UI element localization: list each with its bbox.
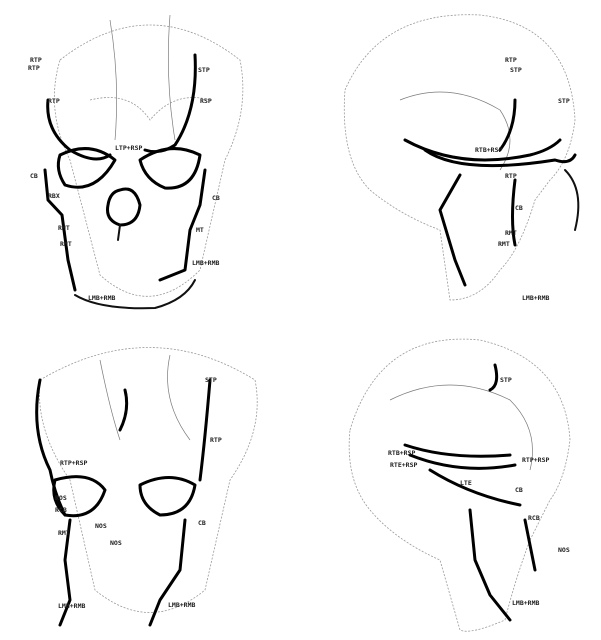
label: LTP+RSP <box>115 144 142 152</box>
label: RTP+RSP <box>522 456 549 464</box>
label: RTP <box>505 172 517 180</box>
label: ROS <box>55 494 67 502</box>
frontal-skull-diagram: RTP RTP RTP STP RSP LTP+RSP CB RBX CB RM… <box>0 0 300 320</box>
label: LMB+RMB <box>168 601 195 609</box>
label: STP <box>558 97 570 105</box>
label: STP <box>510 66 522 74</box>
label: RCB <box>55 506 67 514</box>
label: RTP <box>28 64 40 72</box>
label: LTE <box>460 479 472 487</box>
label: RSP <box>200 97 212 105</box>
label: RTP <box>505 56 517 64</box>
label: NOS <box>110 539 122 547</box>
label: CB <box>515 486 523 494</box>
frontal-skull-panel-top: RTP RTP RTP STP RSP LTP+RSP CB RBX CB RM… <box>0 0 300 320</box>
label: STP <box>198 66 210 74</box>
frontal-skull-panel-bottom: STP RTP RTP+RSP ROS RCB RMT NOS NOS CB L… <box>0 320 300 640</box>
label: NOS <box>558 546 570 554</box>
label: RMT <box>58 529 70 537</box>
label: NOS <box>95 522 107 530</box>
label: MT <box>196 226 204 234</box>
label: CB <box>515 204 523 212</box>
label: CB <box>30 172 38 180</box>
label: LMB+RMB <box>192 259 219 267</box>
label: STP <box>500 376 512 384</box>
lateral-skull-panel-bottom: STP RTB+RSP RTE+RSP RTP+RSP LTE CB RCB N… <box>300 320 600 640</box>
label: RMT <box>58 224 70 232</box>
label: LMB+RMB <box>512 599 539 607</box>
label: RTE+RSP <box>390 461 417 469</box>
lateral-skull-diagram: STP RTB+RSP RTE+RSP RTP+RSP LTE CB RCB N… <box>300 320 600 640</box>
label: STP <box>205 376 217 384</box>
label: RMT <box>60 240 72 248</box>
label: RTP <box>30 56 42 64</box>
frontal-skull-diagram: STP RTP RTP+RSP ROS RCB RMT NOS NOS CB L… <box>0 320 300 640</box>
label: CB <box>212 194 220 202</box>
label: RTB+RSP <box>475 146 502 154</box>
label: LMB+RMB <box>58 602 85 610</box>
label: RTP <box>210 436 222 444</box>
label: RMT <box>498 240 510 248</box>
label: CB <box>198 519 206 527</box>
label: RCB <box>528 514 540 522</box>
label: LMB+RMB <box>88 294 115 302</box>
label: RTP <box>48 97 60 105</box>
label: LMB+RMB <box>522 294 549 302</box>
lateral-skull-panel-top: RTP STP STP RTB+RSP RTP CB RMT RMT LMB+R… <box>300 0 600 320</box>
label: RMT <box>505 229 517 237</box>
label: RTB+RSP <box>388 449 415 457</box>
lateral-skull-diagram: RTP STP STP RTB+RSP RTP CB RMT RMT LMB+R… <box>300 0 600 320</box>
label: RBX <box>48 192 60 200</box>
label: RTP+RSP <box>60 459 87 467</box>
